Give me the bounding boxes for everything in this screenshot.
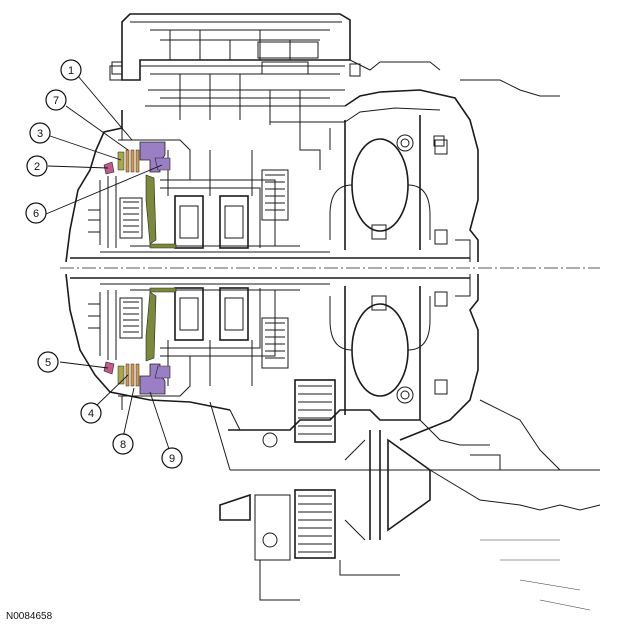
bolts [111,61,445,147]
valve-body-outline [109,13,441,128]
callout-4: 4 [80,402,102,424]
callout-2: 2 [26,155,48,177]
planetary-gearset-lower [160,287,289,386]
callout-8: 8 [112,433,134,455]
callout-6-label: 6 [33,208,39,220]
callout-1: 1 [60,59,82,81]
highlighted-clutch-lower [103,287,177,395]
callout-9: 9 [161,447,183,469]
callout-7-label: 7 [53,95,59,107]
differential-assembly [209,379,601,611]
torque-converter [329,115,471,420]
callout-2-label: 2 [34,161,40,173]
highlighted-clutch-upper [103,141,177,249]
callout-3: 3 [29,122,51,144]
transmission-case-outline [65,79,560,441]
callout-5: 5 [37,351,59,373]
clutch-pack-lower [88,290,143,360]
clutch-drum-outline [118,128,191,410]
callout-8-label: 8 [120,439,126,451]
callout-1-label: 1 [68,65,74,77]
planetary-gearset-upper [160,150,289,249]
callout-leader-lines [45,75,171,453]
callout-6: 6 [25,202,47,224]
callout-9-label: 9 [169,453,175,465]
callout-7: 7 [45,89,67,111]
callout-3-label: 3 [37,128,43,140]
callout-5-label: 5 [45,357,51,369]
callout-4-label: 4 [88,408,94,420]
figure-id-label: N0084658 [6,611,53,622]
clutch-pack-upper [88,176,143,248]
